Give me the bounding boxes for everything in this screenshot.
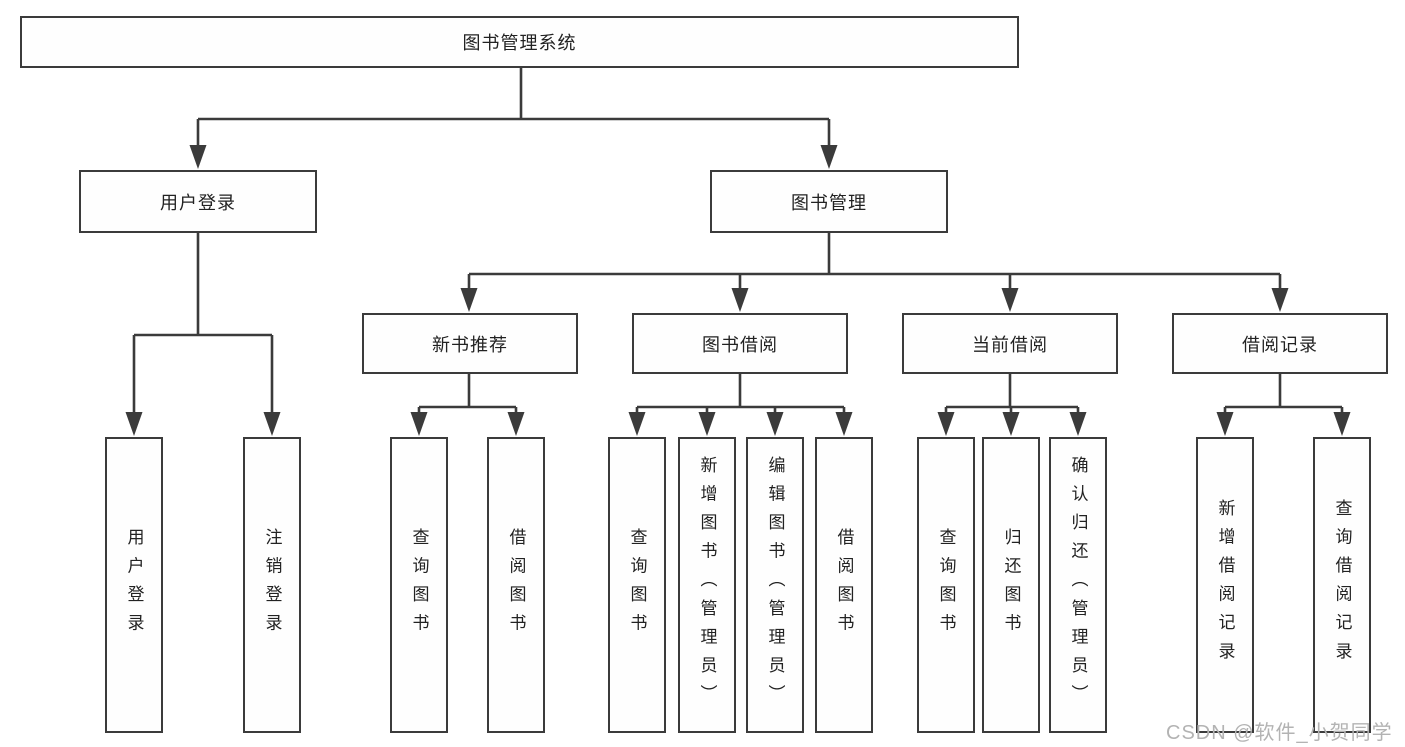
arrow-down-icon bbox=[189, 145, 207, 169]
node-label: 借阅记录 bbox=[1242, 334, 1318, 355]
node-label: 新增借阅记录 bbox=[1215, 499, 1235, 671]
leaf-query-borrow-record: 查询借阅记录 bbox=[1313, 437, 1371, 733]
arrow-down-icon bbox=[1271, 288, 1289, 312]
node-label: 新书推荐 bbox=[432, 334, 508, 355]
arrow-down-icon bbox=[766, 412, 784, 436]
connector-current-borrow-to-leaves bbox=[937, 374, 1087, 436]
arrow-down-icon bbox=[698, 412, 716, 436]
arrow-down-icon bbox=[1002, 412, 1020, 436]
node-label: 归还图书 bbox=[1001, 527, 1021, 643]
leaf-borrow-books-recommend: 借阅图书 bbox=[487, 437, 545, 733]
node-root-system: 图书管理系统 bbox=[20, 16, 1019, 68]
leaf-logout: 注销登录 bbox=[243, 437, 301, 733]
arrow-down-icon bbox=[1069, 412, 1087, 436]
node-label: 图书管理 bbox=[791, 192, 867, 213]
node-label: 注销登录 bbox=[262, 527, 282, 643]
node-label: 借阅图书 bbox=[506, 527, 526, 643]
arrow-down-icon bbox=[1001, 288, 1019, 312]
arrow-down-icon bbox=[820, 145, 838, 169]
node-label: 图书借阅 bbox=[702, 334, 778, 355]
node-label: 新增图书（管理员） bbox=[697, 456, 717, 714]
node-label: 查询借阅记录 bbox=[1332, 499, 1352, 671]
arrow-down-icon bbox=[731, 288, 749, 312]
leaf-add-books-admin: 新增图书（管理员） bbox=[678, 437, 736, 733]
leaf-return-books: 归还图书 bbox=[982, 437, 1040, 733]
connector-book-borrow-to-leaves bbox=[628, 374, 853, 436]
arrow-down-icon bbox=[410, 412, 428, 436]
node-book-management: 图书管理 bbox=[710, 170, 948, 233]
arrow-down-icon bbox=[1333, 412, 1351, 436]
leaf-query-books-current: 查询图书 bbox=[917, 437, 975, 733]
leaf-query-books-borrow: 查询图书 bbox=[608, 437, 666, 733]
node-label: 编辑图书（管理员） bbox=[765, 456, 785, 714]
node-user-login: 用户登录 bbox=[79, 170, 317, 233]
leaf-borrow-books: 借阅图书 bbox=[815, 437, 873, 733]
node-label: 查询图书 bbox=[627, 527, 647, 643]
connector-borrow-records-to-leaves bbox=[1216, 374, 1351, 436]
leaf-query-books-recommend: 查询图书 bbox=[390, 437, 448, 733]
arrow-down-icon bbox=[263, 412, 281, 436]
leaf-add-borrow-record: 新增借阅记录 bbox=[1196, 437, 1254, 733]
leaf-confirm-return-admin: 确认归还（管理员） bbox=[1049, 437, 1107, 733]
node-label: 用户登录 bbox=[124, 527, 144, 643]
node-label: 查询图书 bbox=[936, 527, 956, 643]
leaf-user-login: 用户登录 bbox=[105, 437, 163, 733]
csdn-watermark: CSDN @软件_小贺同学 bbox=[1166, 722, 1393, 744]
arrow-down-icon bbox=[1216, 412, 1234, 436]
node-label: 用户登录 bbox=[160, 192, 236, 213]
arrow-down-icon bbox=[125, 412, 143, 436]
node-borrow-records: 借阅记录 bbox=[1172, 313, 1388, 374]
arrow-down-icon bbox=[628, 412, 646, 436]
arrow-down-icon bbox=[937, 412, 955, 436]
node-label: 图书管理系统 bbox=[462, 33, 577, 53]
node-new-book-recommend: 新书推荐 bbox=[362, 313, 578, 374]
connector-root-to-level2 bbox=[189, 68, 838, 169]
node-current-borrow: 当前借阅 bbox=[902, 313, 1118, 374]
node-book-borrow: 图书借阅 bbox=[632, 313, 848, 374]
arrow-down-icon bbox=[460, 288, 478, 312]
leaf-edit-books-admin: 编辑图书（管理员） bbox=[746, 437, 804, 733]
connector-book-mgmt-to-level3 bbox=[460, 233, 1289, 312]
connector-user-login-to-leaves bbox=[125, 233, 281, 436]
node-label: 查询图书 bbox=[409, 527, 429, 643]
connector-new-book-rec-to-leaves bbox=[410, 374, 525, 436]
node-label: 当前借阅 bbox=[972, 334, 1048, 355]
arrow-down-icon bbox=[507, 412, 525, 436]
node-label: 确认归还（管理员） bbox=[1068, 456, 1088, 714]
arrow-down-icon bbox=[835, 412, 853, 436]
node-label: 借阅图书 bbox=[834, 527, 854, 643]
